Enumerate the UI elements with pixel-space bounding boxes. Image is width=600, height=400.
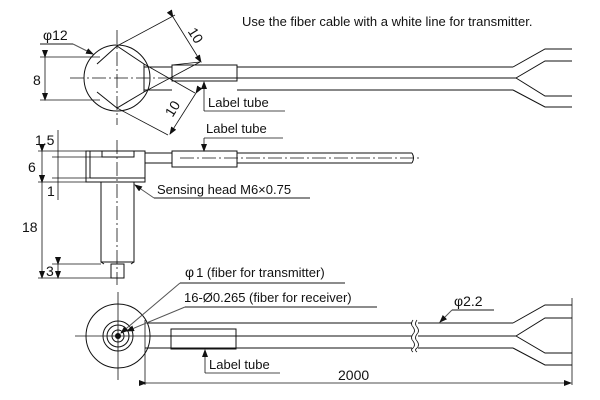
dim-1-5: 1.5 <box>35 132 55 148</box>
hex-top <box>96 45 145 65</box>
dim-6: 6 <box>28 159 36 175</box>
dim-1: 1 <box>47 183 55 199</box>
threaded-shaft <box>100 181 135 263</box>
label-tube-front <box>170 328 237 350</box>
label-tube-side <box>171 150 238 168</box>
transmitter-note: Use the fiber cable with a white line fo… <box>242 14 532 29</box>
top-view: 8 φ12 10 10 Label tube <box>33 9 572 136</box>
side-view: Label tube 1.5 6 1 18 3 Sensing head M6×… <box>22 121 420 285</box>
head-block <box>85 150 146 183</box>
dim-3: 3 <box>46 263 54 279</box>
dim-8: 8 <box>33 72 41 88</box>
dim-10-bottom: 10 <box>161 98 183 120</box>
sensing-head-label: Sensing head M6×0.75 <box>157 182 291 197</box>
label-tube-callout-top: Label tube <box>208 95 269 110</box>
dim-18: 18 <box>22 219 38 235</box>
fiber-tip <box>110 263 125 279</box>
label-tube-callout-side: Label tube <box>206 121 267 136</box>
dim-phi12: φ12 <box>43 27 68 43</box>
label-tube-callout-front: Label tube <box>209 357 270 372</box>
receiver-fiber-label: 16-Ø0.265 (fiber for receiver) <box>184 290 352 305</box>
label-tube-top <box>171 64 238 82</box>
hex-bottom <box>96 91 145 109</box>
dim-phi2-2: φ2.2 <box>454 293 483 309</box>
dim-10-top: 10 <box>185 24 207 46</box>
dim-2000: 2000 <box>338 367 369 383</box>
